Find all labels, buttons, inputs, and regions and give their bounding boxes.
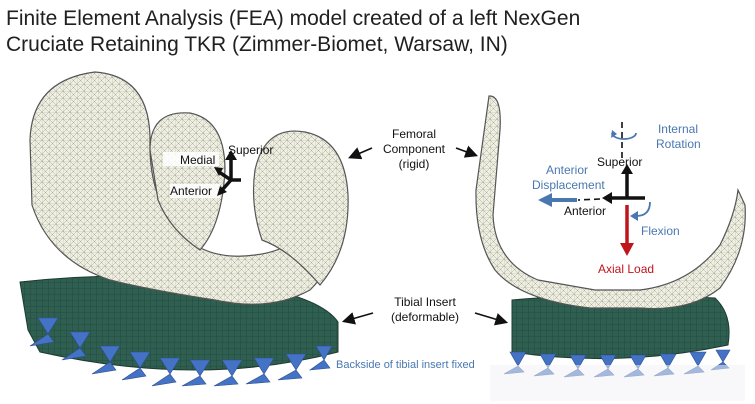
femoral-label-line-2: Component (382, 142, 446, 156)
tibial-label: Tibial Insert (deformable) (380, 295, 470, 325)
tibial-arrow-left (341, 312, 374, 325)
label-superior-right: Superior (597, 155, 643, 169)
right-loading-axes (538, 122, 651, 256)
femoral-label-line-3: (rigid) (398, 157, 430, 171)
internal-rotation-label: Internal Rotation (648, 122, 701, 152)
tibial-label-line-1: Tibial Insert (394, 295, 456, 309)
axial-load-label: Axial Load (598, 262, 655, 276)
femoral-label: Femoral Component (rigid) (374, 127, 454, 172)
femoral-arrow-left (348, 147, 373, 160)
title-line-2: Cruciate Retaining TKR (Zimmer-Biomet, W… (6, 33, 508, 56)
label-anterior-right: Anterior (564, 204, 607, 218)
label-medial-left: Medial (180, 153, 216, 167)
tibial-label-line-2: (deformable) (390, 310, 460, 324)
femoral-component-left (29, 71, 349, 305)
internal-rotation-line-2: Rotation (656, 137, 701, 151)
backside-fixed-label: Backside of tibial insert fixed (336, 359, 475, 371)
internal-rotation-line-1: Internal (657, 122, 698, 136)
anterior-displacement-label: Anterior Displacement (532, 163, 605, 193)
title-line-1: Finite Element Analysis (FEA) model crea… (6, 7, 581, 30)
femoral-component-right (475, 95, 746, 310)
femoral-arrow-right (455, 145, 479, 158)
anterior-displacement-line-2: Displacement (532, 178, 605, 192)
left-coordinate-axes (163, 150, 241, 198)
background-overlay (490, 365, 745, 401)
femoral-label-line-1: Femoral (391, 127, 436, 141)
flexion-label: Flexion (641, 224, 680, 238)
tibial-arrow-right (474, 312, 509, 326)
slide-title: Finite Element Analysis (FEA) model crea… (6, 6, 746, 58)
label-superior-left: Superior (228, 143, 274, 157)
label-anterior-left: Anterior (170, 184, 213, 198)
fixture-supports-left (29, 317, 333, 387)
anterior-displacement-line-1: Anterior (545, 163, 589, 177)
